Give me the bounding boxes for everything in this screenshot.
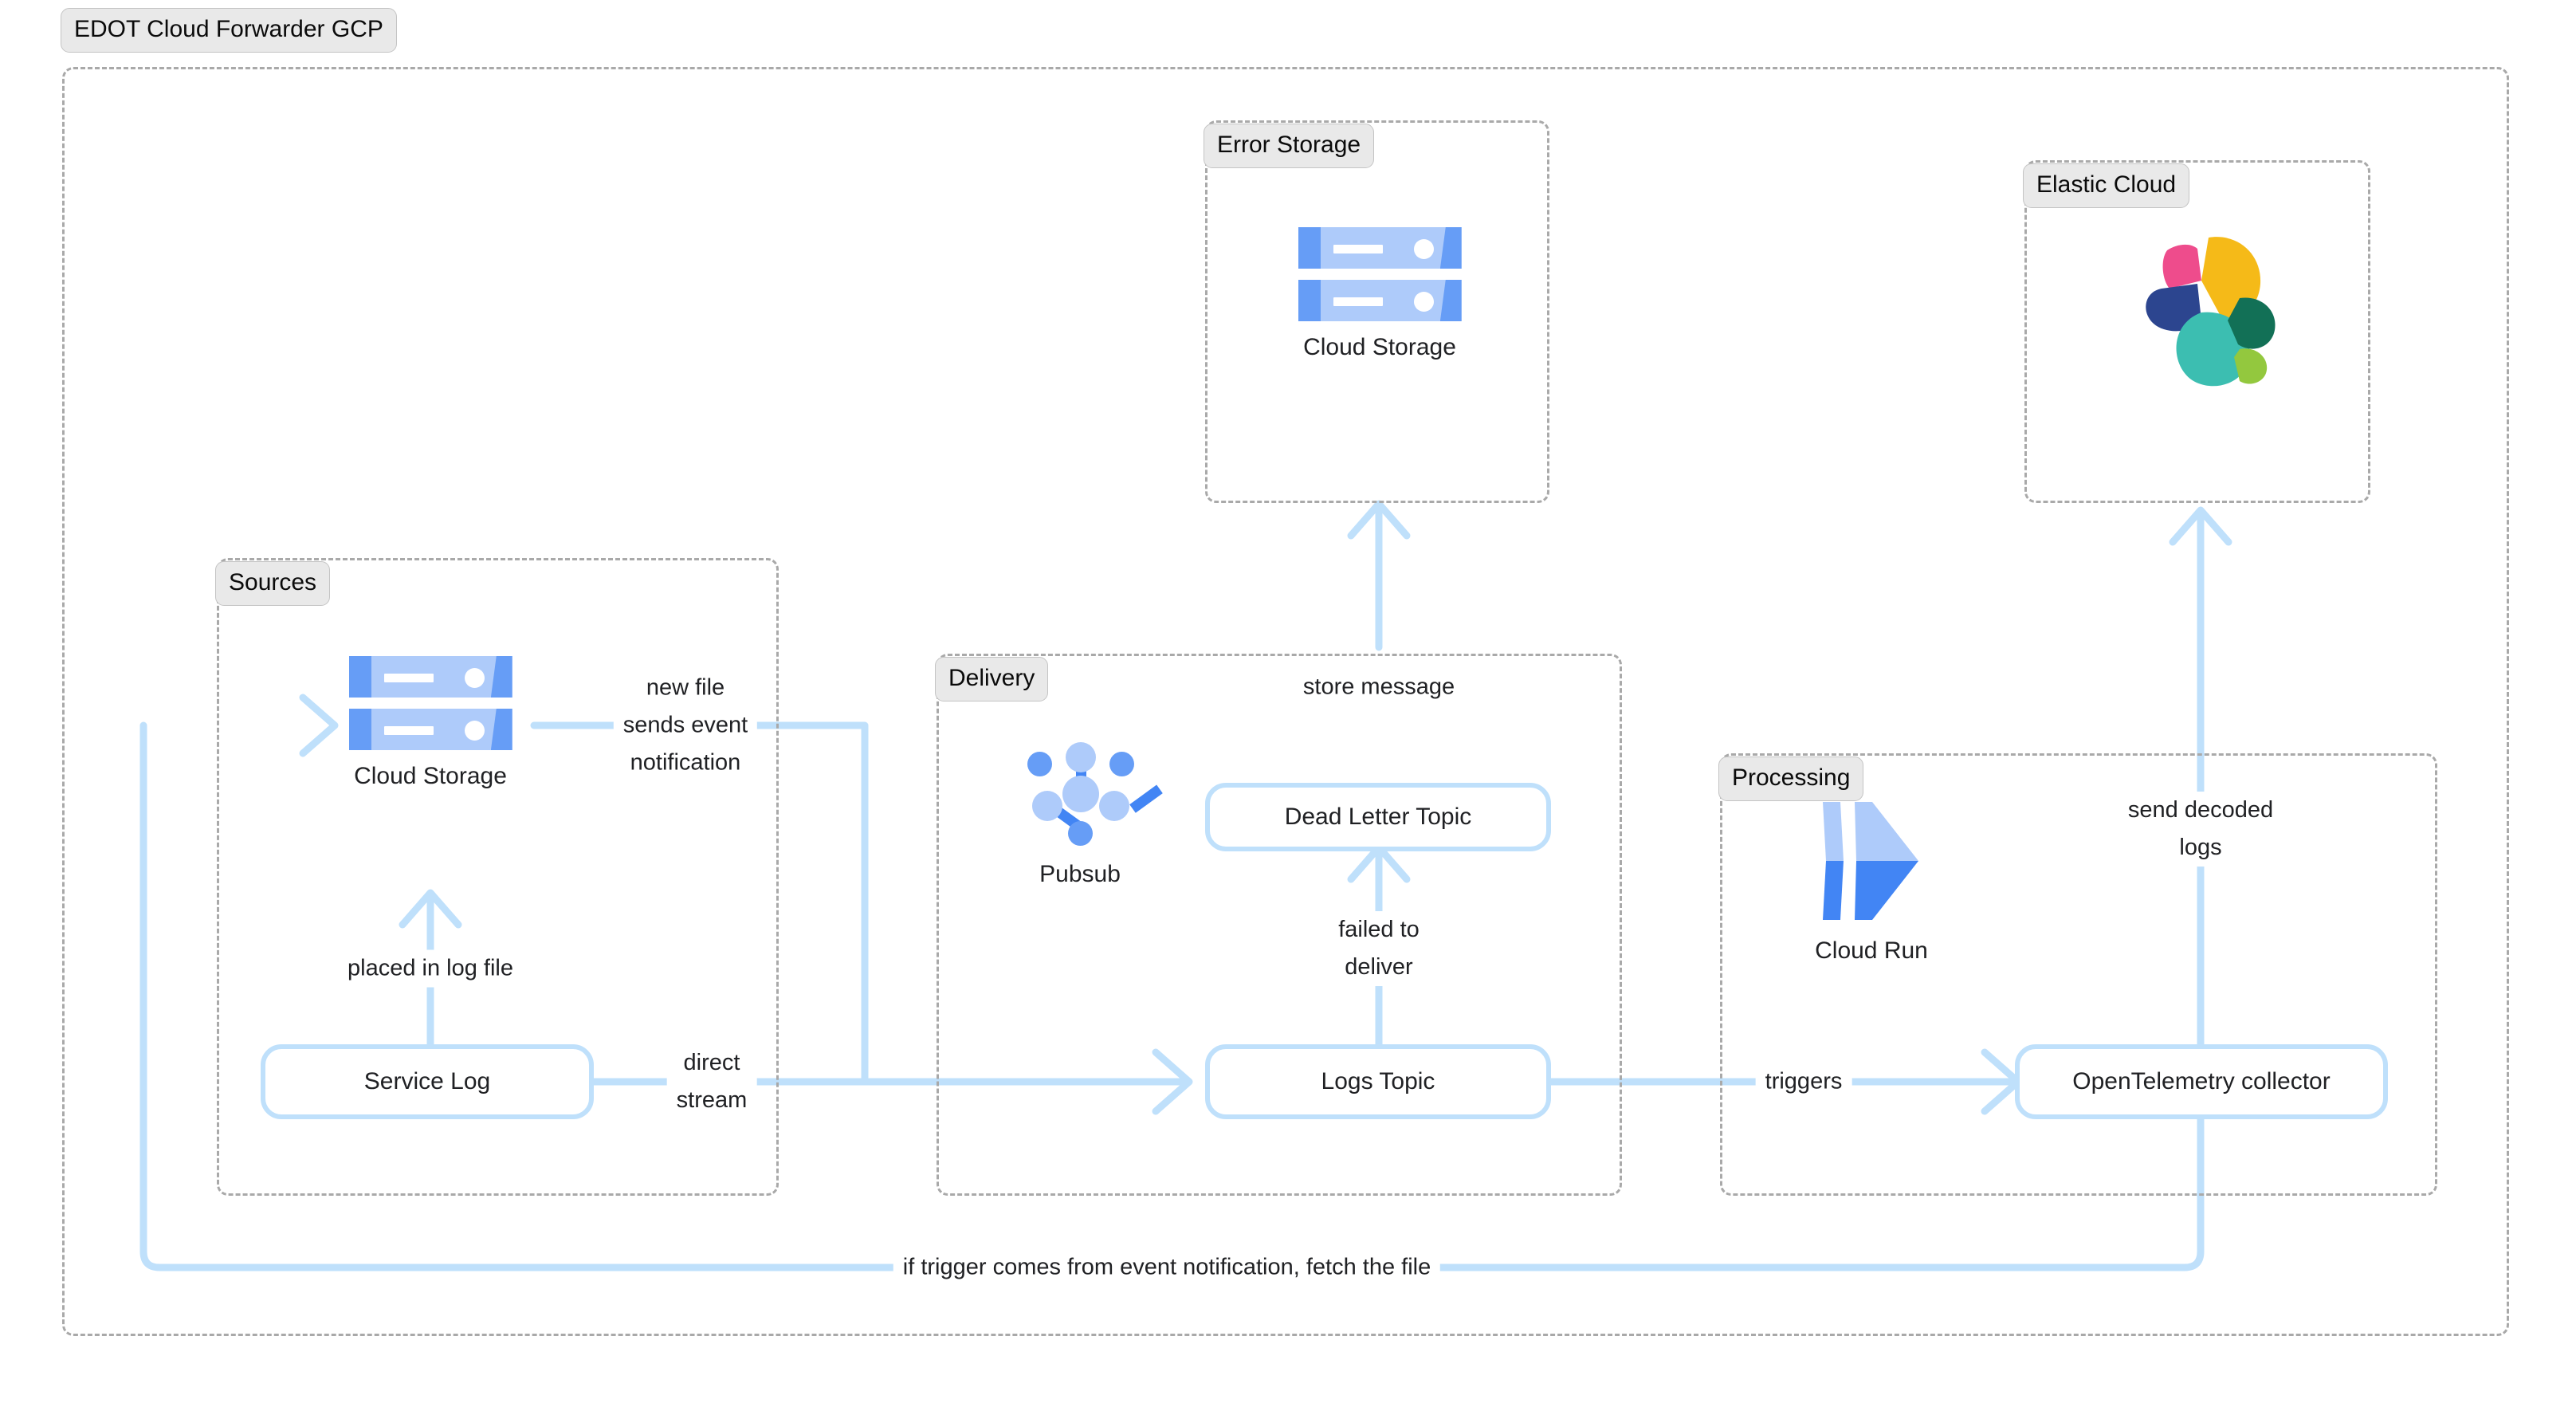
edge-label-placed-in-log-file: placed in log file bbox=[338, 949, 523, 988]
google-cloud-storage-icon bbox=[348, 656, 512, 750]
node-error-cloud-storage[interactable]: Cloud Storage bbox=[1292, 227, 1467, 361]
group-sources bbox=[217, 558, 779, 1196]
elastic-logo-icon bbox=[2146, 237, 2276, 387]
node-pubsub[interactable]: Pubsub bbox=[1020, 741, 1163, 888]
node-cloud-run[interactable]: Cloud Run bbox=[1800, 797, 1943, 965]
node-otel-collector[interactable]: OpenTelemetry collector bbox=[2015, 1044, 2388, 1119]
google-pubsub-icon bbox=[1026, 741, 1163, 848]
node-label-cloud-run: Cloud Run bbox=[1815, 937, 1928, 964]
edge-label-new-file-notification: new file sends event notification bbox=[613, 669, 758, 782]
group-processing bbox=[1720, 753, 2437, 1196]
node-label-service-log: Service Log bbox=[363, 1068, 491, 1094]
node-logs-topic[interactable]: Logs Topic bbox=[1205, 1044, 1551, 1119]
node-sources-cloud-storage[interactable]: Cloud Storage bbox=[339, 656, 522, 790]
edge-label-store-message: store message bbox=[1293, 668, 1465, 706]
google-cloud-storage-icon bbox=[1298, 227, 1462, 321]
node-label-error-cloud-storage: Cloud Storage bbox=[1303, 334, 1456, 360]
group-label-delivery: Delivery bbox=[935, 657, 1049, 702]
node-label-sources-cloud-storage: Cloud Storage bbox=[354, 763, 507, 789]
node-label-pubsub: Pubsub bbox=[1039, 861, 1121, 887]
group-label-sources: Sources bbox=[215, 561, 331, 606]
group-label-root: EDOT Cloud Forwarder GCP bbox=[61, 8, 397, 53]
node-service-log[interactable]: Service Log bbox=[261, 1044, 594, 1119]
edge-label-failed-to-deliver: failed to deliver bbox=[1329, 911, 1429, 986]
node-label-otel-collector: OpenTelemetry collector bbox=[2072, 1068, 2331, 1094]
group-elastic-cloud bbox=[2024, 160, 2370, 503]
edge-label-direct-stream: direct stream bbox=[666, 1044, 757, 1119]
edge-label-fetch-the-file: if trigger comes from event notification… bbox=[893, 1248, 1441, 1287]
group-label-processing: Processing bbox=[1718, 757, 1864, 801]
node-label-dead-letter-topic: Dead Letter Topic bbox=[1284, 804, 1472, 830]
group-delivery bbox=[937, 654, 1622, 1196]
node-dead-letter-topic[interactable]: Dead Letter Topic bbox=[1205, 783, 1551, 851]
node-label-logs-topic: Logs Topic bbox=[1321, 1068, 1435, 1094]
group-root bbox=[62, 67, 2509, 1336]
edge-label-send-decoded-logs: send decoded logs bbox=[2118, 792, 2283, 867]
group-label-error-storage: Error Storage bbox=[1204, 124, 1375, 168]
google-cloud-run-icon bbox=[1823, 802, 1918, 920]
group-label-elastic-cloud: Elastic Cloud bbox=[2023, 163, 2190, 208]
node-elastic-logo[interactable] bbox=[2119, 231, 2278, 387]
edge-label-triggers: triggers bbox=[1755, 1063, 1852, 1101]
group-error-storage bbox=[1205, 120, 1549, 503]
